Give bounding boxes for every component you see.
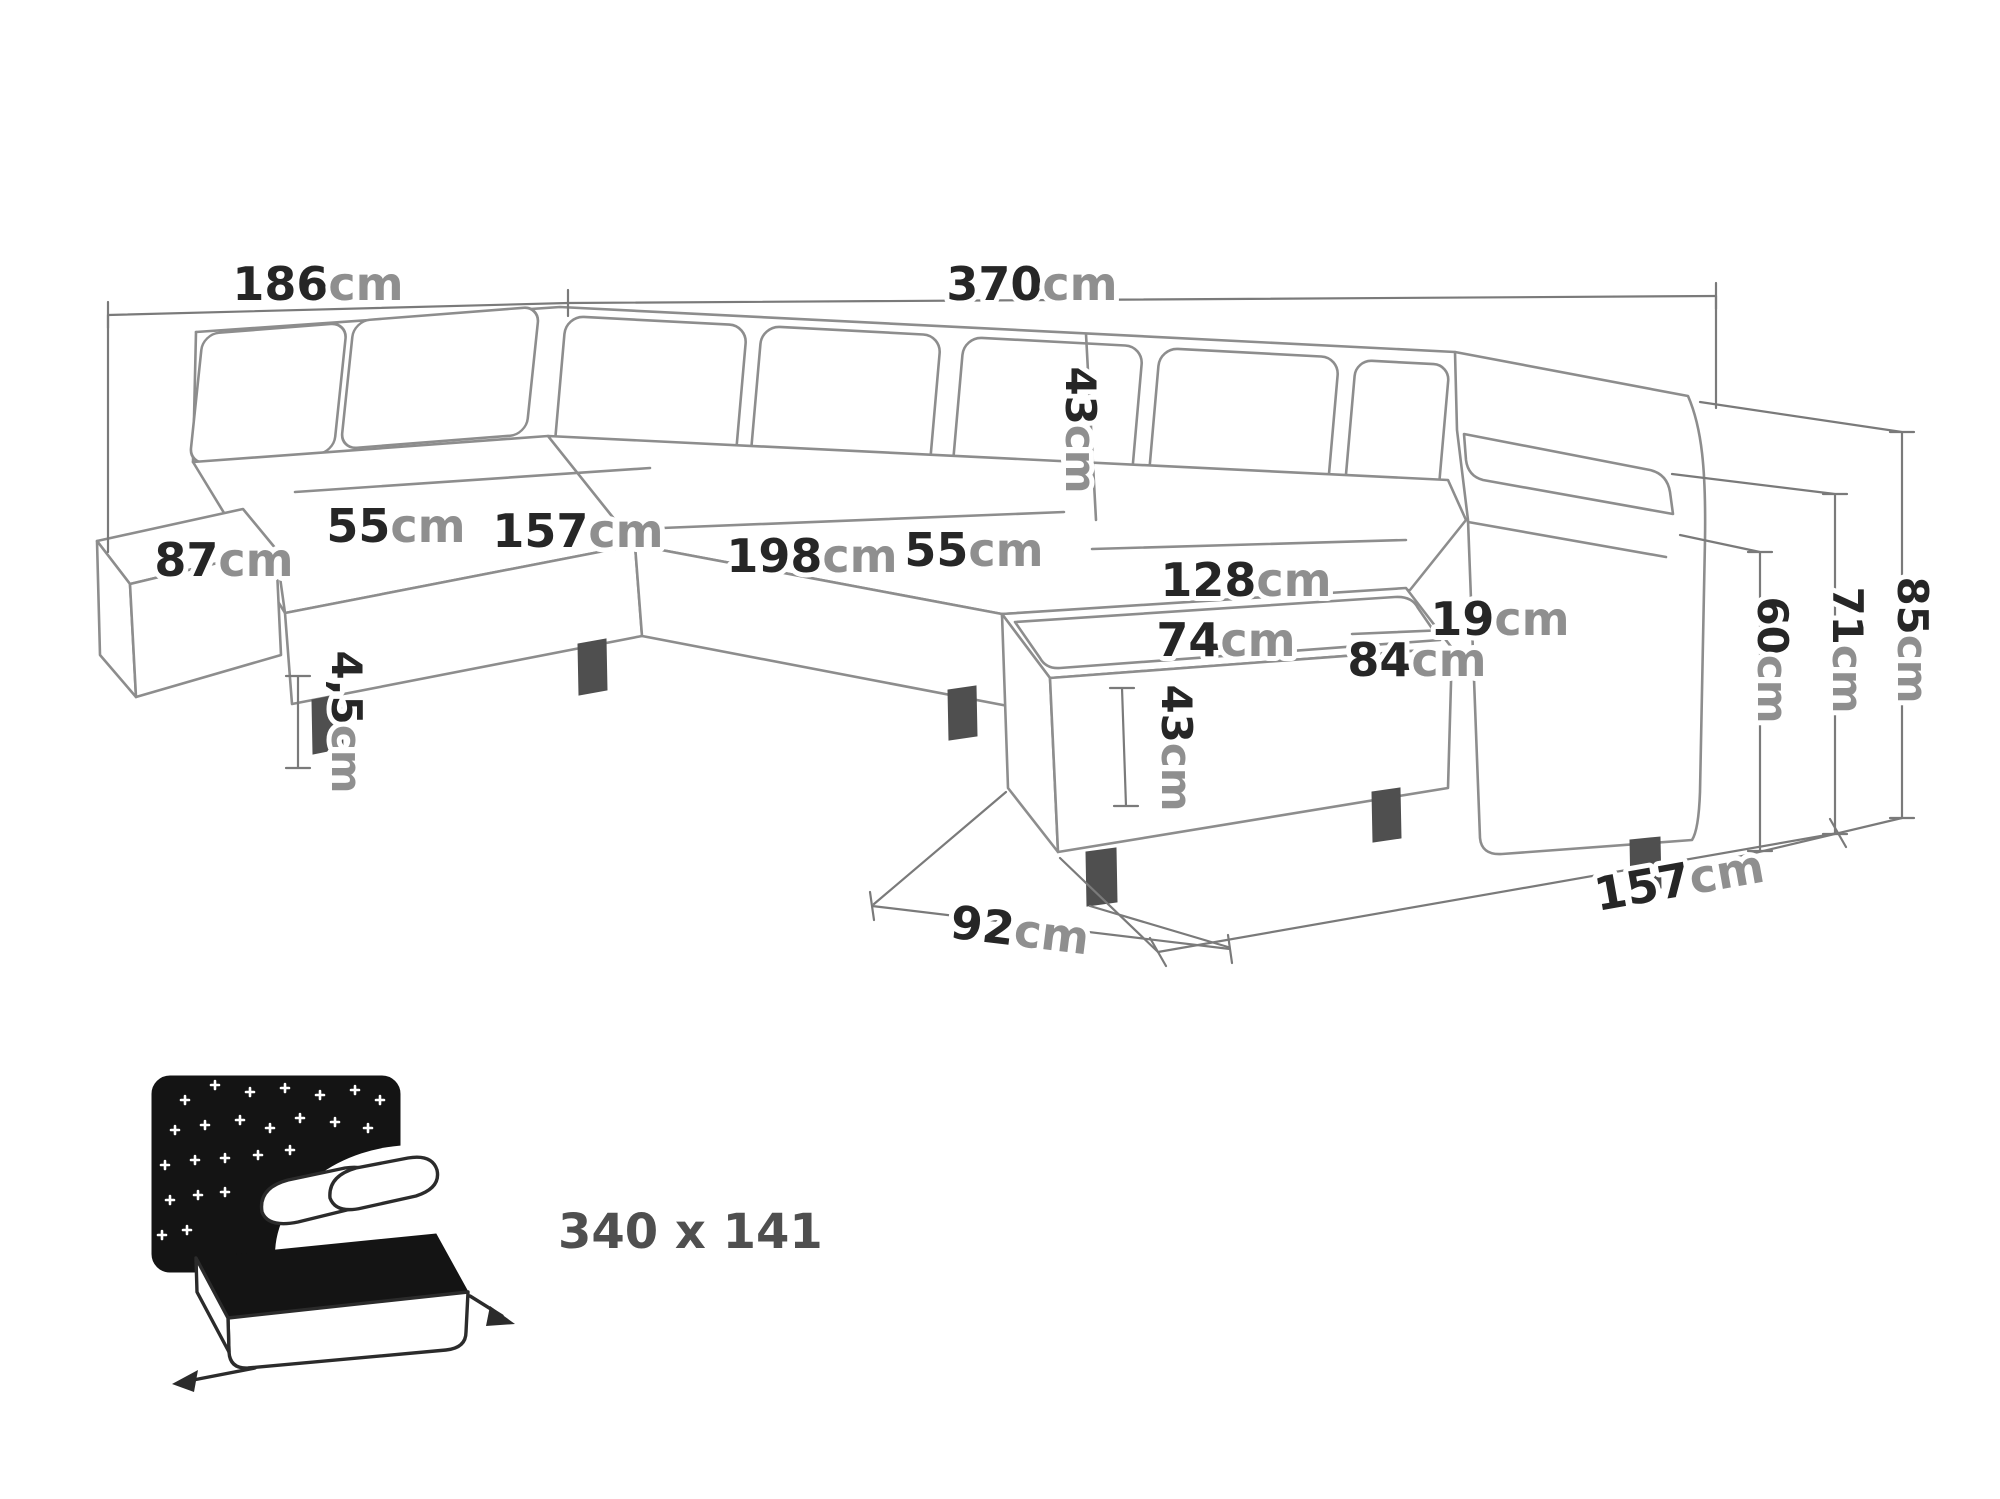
dim-label-arm-height: 71cm [1823, 586, 1872, 713]
mattress-side [194, 1256, 231, 1354]
sofa-line-drawing [95, 305, 1707, 907]
wing-seat-seam [293, 466, 652, 494]
pillow [328, 1155, 440, 1212]
pullout-arrows [172, 1294, 515, 1392]
chaise-cushion-seam [1013, 595, 1442, 670]
dim-label-chaise-cushion: 74cm [1156, 613, 1295, 667]
right-armrest-inner-edge [1466, 520, 1668, 559]
dimension-lines [106, 281, 1916, 968]
dim-label-main-width: 370cm [946, 257, 1117, 311]
dim-label-chaise-depth: 92cm [948, 895, 1093, 966]
sofa-leg [311, 693, 344, 755]
dim-label-total-height: 85cm [1888, 576, 1937, 703]
right-armrest [1453, 350, 1707, 856]
sofa-bed-icon: 340 x 141 [151, 1075, 823, 1392]
arrow-left-head-icon [172, 1370, 198, 1392]
dim-label-back-cushion-height: 43cm [1056, 366, 1105, 493]
depth-92-extensions [872, 790, 1230, 949]
height-85-line [1698, 400, 1916, 820]
mattress-front [226, 1290, 470, 1370]
depth-92-line [868, 890, 1234, 965]
dim-label-total-depth: 157cm [1590, 839, 1768, 922]
dim-label-chaise-height: 43cm [1152, 684, 1201, 811]
dim-label-armrest-top: 19cm [1430, 592, 1569, 646]
depth-157-extension [1058, 856, 1160, 954]
dim-label-seat-height: 60cm [1748, 596, 1797, 723]
sleeping-size-label: 340 x 141 [558, 1204, 823, 1260]
sofa-leg [1629, 836, 1662, 892]
stars-icon [156, 1079, 386, 1241]
back-top-edge [194, 305, 1457, 354]
seam-lines [293, 332, 1496, 636]
height-71-line [1670, 472, 1849, 836]
floor-extension-line [1698, 816, 1904, 868]
dim-label-left-back-cushion: 55cm [326, 499, 465, 553]
right-armrest-cushion [1462, 432, 1675, 516]
sofa-leg [1371, 787, 1402, 843]
right-seat-seam [1090, 538, 1408, 551]
chaise-section [1000, 586, 1454, 854]
back-cushion [189, 322, 347, 465]
back-cushion [340, 306, 540, 450]
chaise-front-face [1048, 646, 1454, 854]
dim-label-main-seat: 198cm [726, 529, 897, 583]
sofa-leg [947, 685, 978, 741]
left-armrest-inner-edge [274, 547, 287, 615]
sofa-leg [577, 638, 608, 696]
dim-label-right-seat: 128cm [1160, 553, 1331, 607]
left-armrest-front [128, 547, 283, 699]
chaise-height-line [1108, 686, 1140, 808]
arrow-right-head-icon [486, 1306, 515, 1326]
dim-label-left-seat: 157cm [492, 504, 663, 558]
leg-height-line [284, 674, 312, 770]
dimension-labels: 186cm 370cm 87cm 55cm 157cm 198cm 55cm 1… [149, 252, 1942, 970]
main-seat-seam [660, 510, 1066, 530]
height-60-line [1678, 533, 1774, 853]
arm-seam [1350, 626, 1496, 636]
dim-label-left-width: 186cm [232, 257, 403, 311]
cushion-edge-seam [1084, 332, 1098, 522]
dim-label-left-armrest: 87cm [154, 533, 293, 587]
dim-label-right-arm: 84cm [1347, 633, 1486, 687]
arrow-left-icon [186, 1366, 257, 1383]
dim-label-leg-clearance: 4,5cm [322, 650, 371, 793]
dim-label-back-cushion: 55cm [904, 523, 1043, 577]
left-armrest [95, 507, 287, 699]
seat-surfaces [191, 434, 1468, 708]
